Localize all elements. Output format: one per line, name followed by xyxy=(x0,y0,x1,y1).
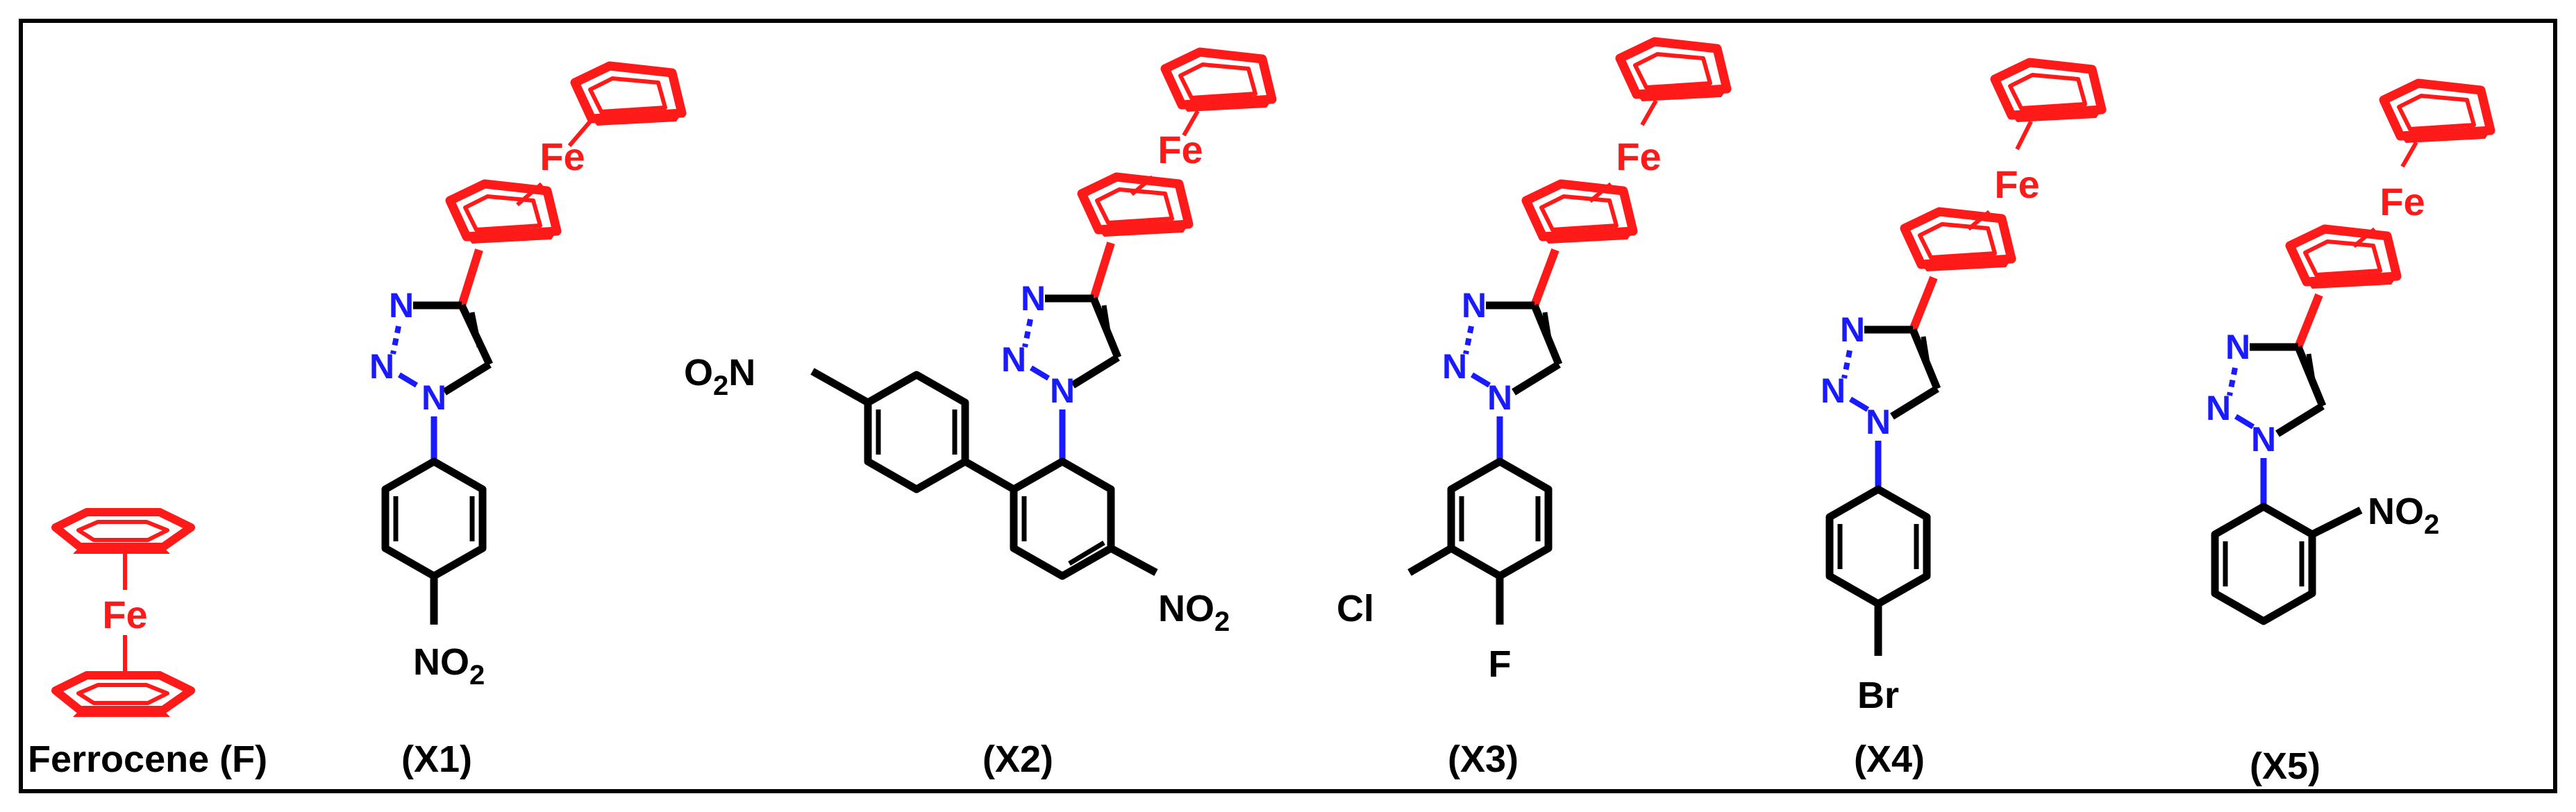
iron-label: Fe xyxy=(1157,128,1203,171)
nitrogen-label: N xyxy=(1050,371,1075,410)
compound-x4: Fe N N N Br (X4) xyxy=(1821,62,2102,780)
fe-bond-upper xyxy=(2400,141,2418,168)
caption-x2: (X2) xyxy=(982,738,1053,780)
cp-ring-lower xyxy=(1082,177,1189,237)
fluorine-label: F xyxy=(1489,643,1512,685)
chlorine-label: Cl xyxy=(1337,588,1374,629)
cp-ring-lower xyxy=(1526,184,1633,244)
iron-label: Fe xyxy=(1994,162,2039,206)
nitrogen-label: N xyxy=(2206,389,2231,428)
nitrogen-label: N xyxy=(1866,403,1891,441)
n2-n1-bond xyxy=(1029,365,1051,381)
ring-triazole-bond xyxy=(1909,276,1938,332)
caption-x4: (X4) xyxy=(1854,738,1925,780)
n3-n2-bond xyxy=(1463,325,1474,355)
nitro-label-prefix: O2N xyxy=(684,352,755,401)
ring-triazole-bond xyxy=(1530,248,1559,307)
caption-x5: (X5) xyxy=(2250,745,2320,787)
fe-bond-upper xyxy=(1640,99,1658,126)
triazole-c5-n1 xyxy=(442,361,492,396)
compound-ferrocene: Fe Ferrocene (F) xyxy=(28,512,267,780)
nitro-label: NO2 xyxy=(413,641,485,691)
triazole-c5-n1 xyxy=(1071,354,1120,389)
nitrogen-label: N xyxy=(389,286,414,325)
chloro-bond xyxy=(1407,545,1453,576)
triazole-c5-n1 xyxy=(2275,403,2325,437)
triazole-c5-n1 xyxy=(1512,361,1561,396)
n2-n1-bond xyxy=(1848,396,1870,412)
nitro-bond xyxy=(810,368,870,406)
iron-label: Fe xyxy=(540,135,585,178)
benzene-ring-lower xyxy=(1010,457,1115,580)
triazole-c5-n1 xyxy=(1890,385,1939,420)
triazole-double-inner xyxy=(1542,312,1553,348)
n2-n1-bond xyxy=(2234,414,2255,430)
triazole-double-inner xyxy=(2306,353,2317,389)
triazole-double-inner xyxy=(469,312,482,348)
nitro-bond xyxy=(1109,545,1158,576)
nitrogen-label: N xyxy=(369,347,394,386)
fe-bond-upper xyxy=(567,120,592,147)
cp-ring-upper xyxy=(1620,42,1727,101)
nitrogen-label: N xyxy=(1001,340,1026,379)
nitrogen-label: N xyxy=(1021,279,1046,318)
caption-x3: (X3) xyxy=(1448,738,1519,780)
cp-ring-upper xyxy=(1995,62,2102,122)
nitrogen-label: N xyxy=(1821,371,1846,410)
nitrogen-label: N xyxy=(2251,420,2276,459)
iron-label: Fe xyxy=(2380,180,2425,223)
benzene-double xyxy=(1068,540,1105,566)
ring-triazole-bond xyxy=(458,248,483,307)
nitro-bond xyxy=(2310,507,2363,538)
compound-x1: Fe N N N NO2 (X1) xyxy=(369,66,682,780)
compound-x3: Fe N N N Cl F (X3) xyxy=(1337,42,1727,780)
benzene-ring xyxy=(1825,485,1931,608)
n3-n2-bond xyxy=(2227,367,2238,396)
bromine-label: Br xyxy=(1857,675,1899,716)
nitro-label: NO2 xyxy=(1158,588,1230,637)
biaryl-bond xyxy=(963,458,1016,493)
n3-n2-bond xyxy=(390,325,401,355)
cp-ring-lower xyxy=(1905,212,2012,271)
compound-x2: Fe N N N NO2 O2N (X2) xyxy=(684,52,1272,780)
benzene-ring xyxy=(2211,502,2316,625)
benzene-ring-upper xyxy=(864,371,969,493)
iron-label: Fe xyxy=(1616,135,1661,178)
figure-frame xyxy=(19,19,2557,793)
cp-ring-bottom xyxy=(56,675,191,717)
triazole-double-inner xyxy=(1921,336,1932,372)
benzene-ring xyxy=(381,457,487,580)
nitrogen-label: N xyxy=(1442,347,1467,386)
cp-ring-top xyxy=(56,512,191,554)
n3-n2-bond xyxy=(1841,350,1852,379)
fe-bond-upper xyxy=(2015,120,2033,151)
n2-n1-bond xyxy=(397,372,419,388)
cp-ring-upper xyxy=(2384,83,2491,143)
triazole-double-inner xyxy=(1101,305,1112,341)
nitrogen-label: N xyxy=(2225,328,2250,366)
iron-label: Fe xyxy=(102,593,147,636)
cp-ring-lower xyxy=(2290,229,2397,289)
cp-ring-lower xyxy=(450,184,557,244)
nitrogen-label: N xyxy=(1462,286,1487,325)
n2-n1-bond xyxy=(1470,372,1491,388)
caption-ferrocene: Ferrocene (F) xyxy=(28,738,267,780)
nitro-label: NO2 xyxy=(2368,491,2439,540)
benzene-ring xyxy=(1447,457,1553,580)
compound-x5: Fe N N N NO2 (X5) xyxy=(2206,83,2491,787)
nitrogen-label: N xyxy=(1487,378,1512,417)
cp-ring-upper xyxy=(1165,52,1272,112)
cp-ring-upper xyxy=(575,66,682,126)
nitrogen-label: N xyxy=(1840,310,1865,349)
nitrogen-label: N xyxy=(421,378,446,417)
ring-triazole-bond xyxy=(1089,242,1115,300)
ring-triazole-bond xyxy=(2294,293,2323,349)
n3-n2-bond xyxy=(1022,319,1033,348)
caption-x1: (X1) xyxy=(401,738,472,780)
fe-bond-upper xyxy=(1182,110,1200,137)
